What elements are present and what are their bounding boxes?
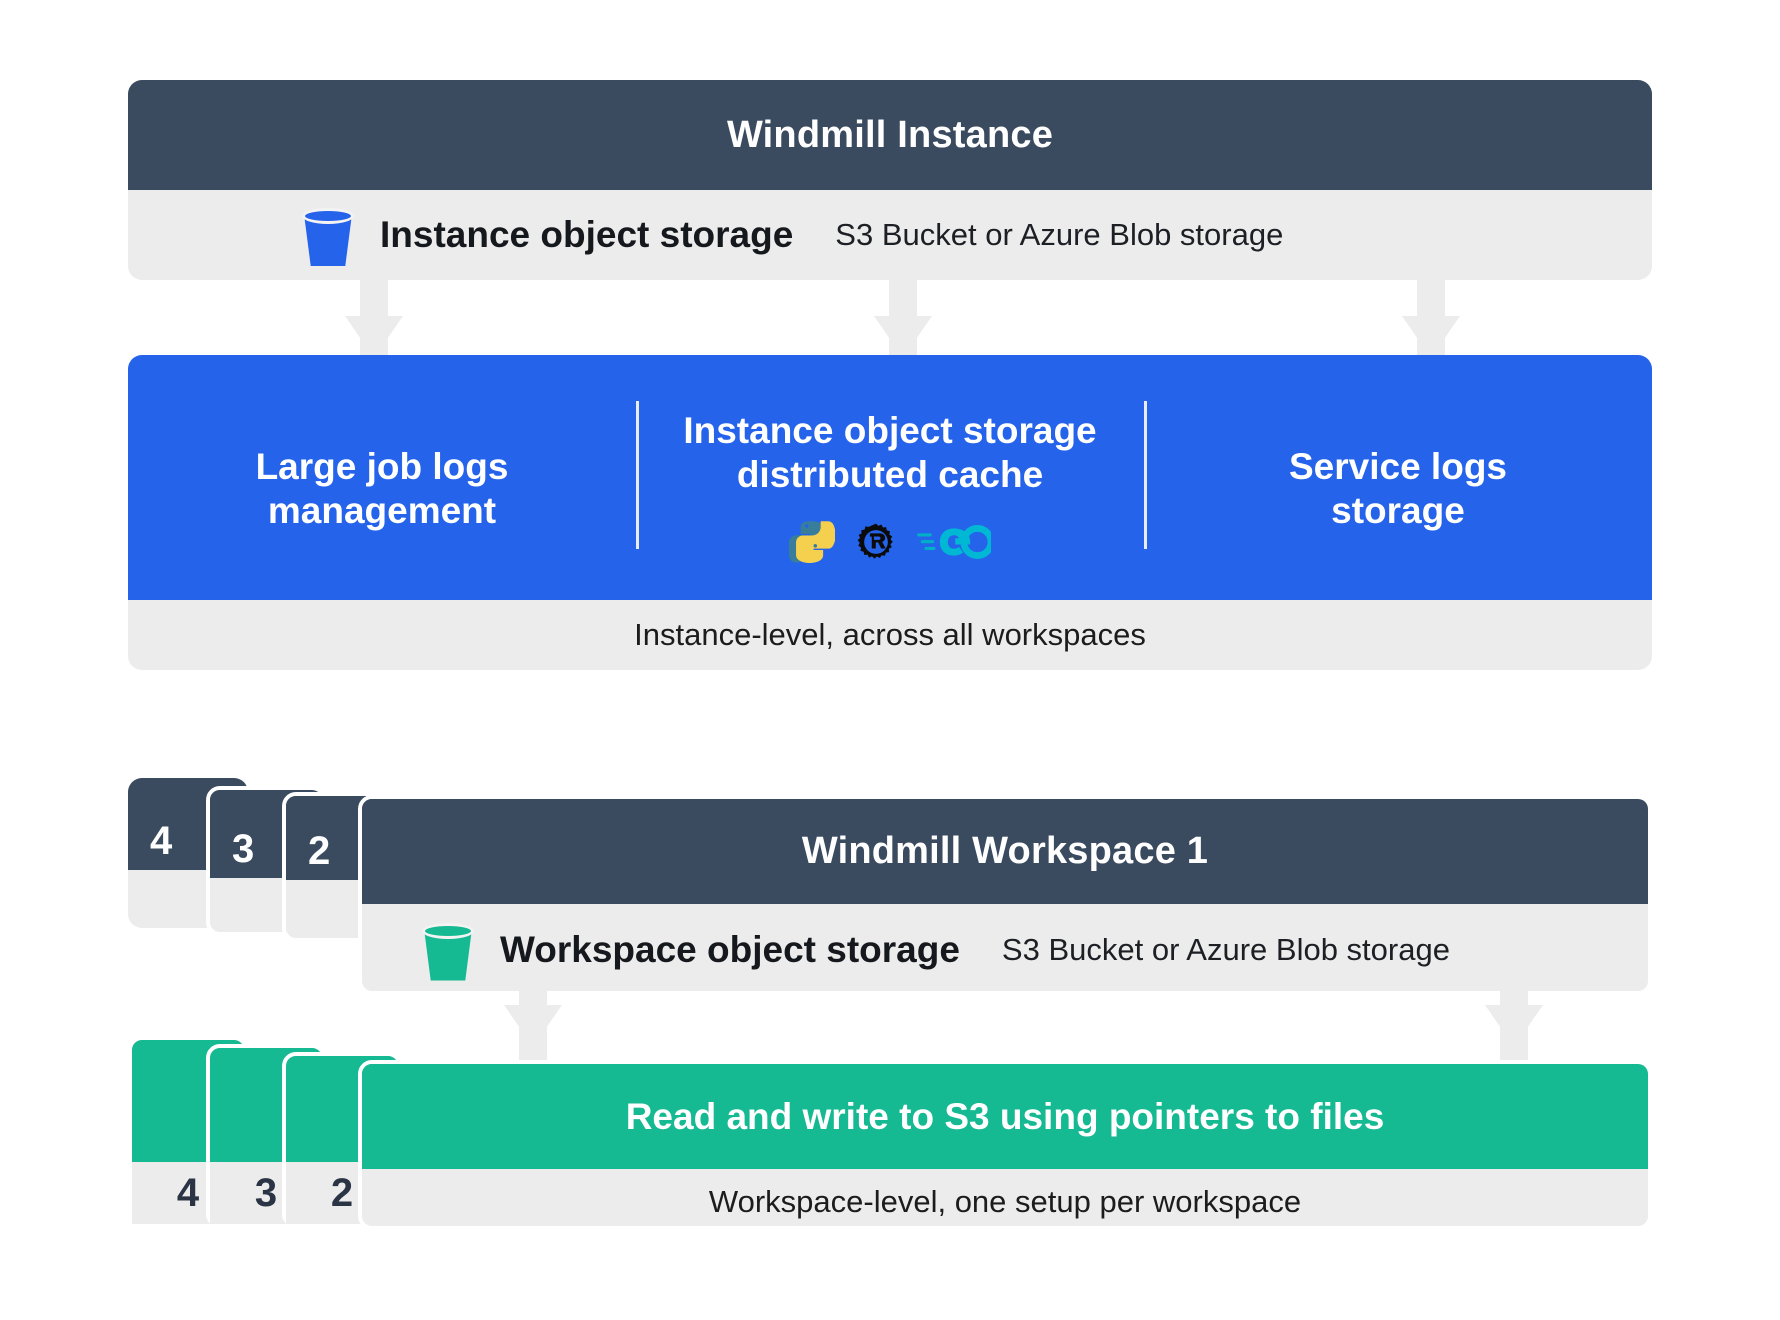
blue-bucket-icon — [300, 204, 356, 266]
workspace-action-label: Read and write to S3 using pointers to f… — [362, 1064, 1648, 1169]
feature-title: Instance object storage distributed cach… — [683, 409, 1097, 495]
language-logos — [787, 516, 991, 568]
instance-footer: Instance-level, across all workspaces — [128, 600, 1652, 670]
workspace-footer: Workspace-level, one setup per workspace — [362, 1169, 1648, 1226]
instance-storage-label: Instance object storage — [380, 214, 794, 255]
feature-divider-1 — [635, 401, 639, 549]
instance-title: Windmill Instance — [128, 80, 1652, 190]
instance-storage-row: Instance object storage S3 Bucket or Azu… — [128, 190, 1652, 280]
feature-title: Large job logs management — [255, 445, 509, 531]
green-bucket-icon — [420, 919, 476, 981]
workspace-storage-label: Workspace object storage — [500, 928, 960, 970]
arrow-head-left — [345, 316, 403, 358]
instance-card: Windmill Instance Instance object storag… — [128, 80, 1652, 280]
feature-large-job-logs: Large job logs management — [128, 355, 636, 600]
rust-logo-icon — [853, 519, 899, 565]
workspace-storage-sublabel: S3 Bucket or Azure Blob storage — [1001, 931, 1450, 967]
workspace-arrow-head-right — [1485, 1005, 1543, 1047]
feature-title: Service logs storage — [1288, 445, 1507, 531]
instance-storage-sublabel: S3 Bucket or Azure Blob storage — [835, 217, 1284, 252]
feature-divider-2 — [1143, 401, 1147, 549]
instance-features-card: Large job logs management Instance objec… — [128, 355, 1652, 670]
workspace-arrow-head-left — [504, 1005, 562, 1047]
go-logo-icon — [917, 522, 991, 562]
feature-distributed-cache: Instance object storage distributed cach… — [636, 355, 1144, 600]
arrow-head-right — [1402, 316, 1460, 358]
instance-features-band: Large job logs management Instance objec… — [128, 355, 1652, 600]
workspace-card: Windmill Workspace 1 Workspace object st… — [358, 795, 1652, 995]
workspace-storage-row: Workspace object storage S3 Bucket or Az… — [362, 904, 1648, 991]
workspace-action-card: Read and write to S3 using pointers to f… — [358, 1060, 1652, 1230]
feature-service-logs: Service logs storage — [1144, 355, 1652, 600]
python-logo-icon — [787, 519, 836, 565]
arrow-head-center — [874, 316, 932, 358]
workspace-title: Windmill Workspace 1 — [362, 799, 1648, 904]
